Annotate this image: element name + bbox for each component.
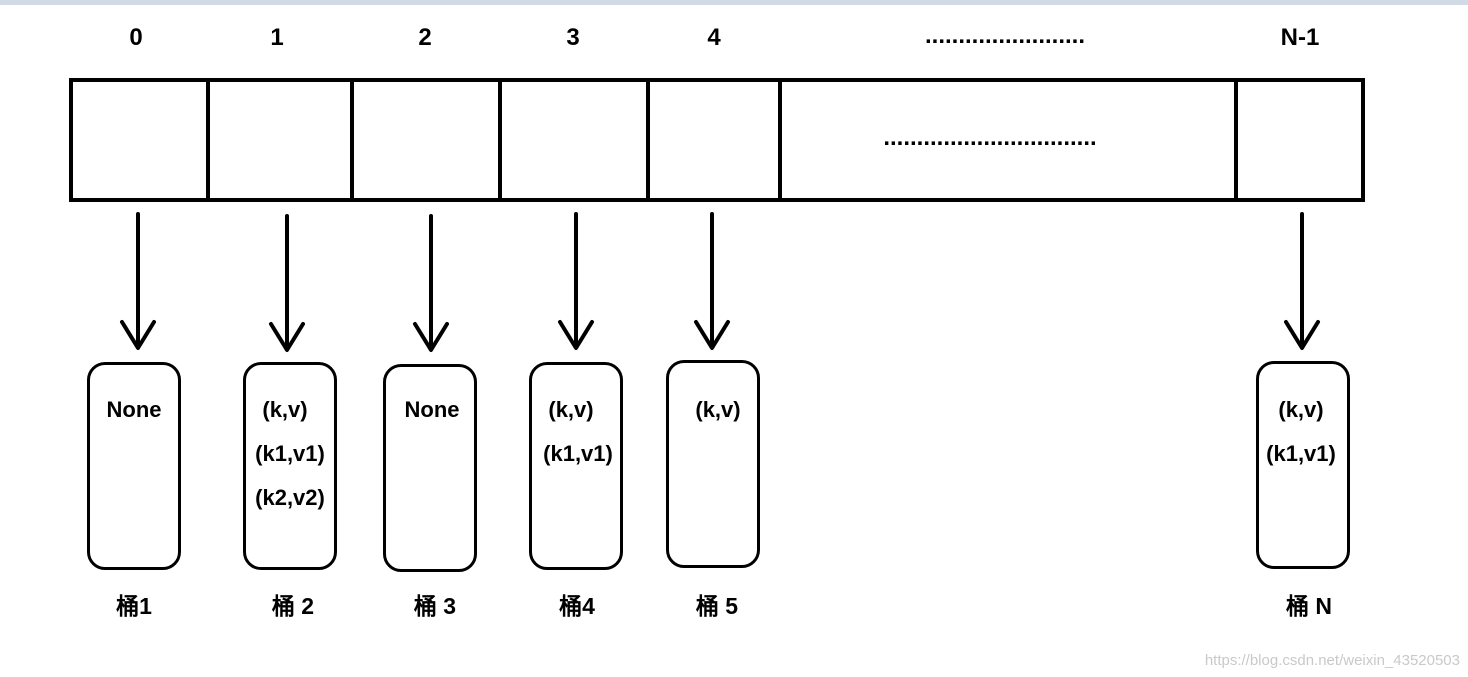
bucket-2 <box>243 362 337 570</box>
bucket-5-entry-1: (k,v) <box>695 397 741 422</box>
bucket-2-entry-1: (k,v) <box>262 397 308 422</box>
bucket-2-entry-2: (k1,v1) <box>255 441 325 466</box>
arrow-3 <box>558 212 594 350</box>
array-cell-2 <box>69 78 502 202</box>
bucket-n-label: 桶 N <box>1286 593 1332 619</box>
index-label-3: 3 <box>566 24 580 51</box>
array-ellipsis: ................................ <box>883 124 1097 151</box>
bucket-3-label: 桶 3 <box>413 593 457 619</box>
index-label-1: 1 <box>270 24 284 51</box>
bucket-4 <box>529 362 623 570</box>
arrow-0 <box>120 212 156 350</box>
bucket-n-entry-2: (k1,v1) <box>1266 441 1336 466</box>
bucket-5 <box>666 360 760 568</box>
bucket-1-entry-1: None <box>106 397 162 422</box>
bucket-4-entry-2: (k1,v1) <box>543 441 613 466</box>
bucket-4-label: 桶4 <box>559 593 595 619</box>
array-cell-3 <box>69 78 650 202</box>
top-border-strip <box>0 0 1468 5</box>
index-label-2: 2 <box>418 24 432 51</box>
watermark-text: https://blog.csdn.net/weixin_43520503 <box>1204 652 1460 669</box>
arrow-2 <box>413 214 449 352</box>
bucket-2-label: 桶 2 <box>271 593 315 619</box>
index-label-n-minus-1: N-1 <box>1280 24 1320 51</box>
bucket-4-entry-1: (k,v) <box>548 397 594 422</box>
index-label-4: 4 <box>707 24 721 51</box>
bucket-n <box>1256 361 1350 569</box>
bucket-3-entry-1: None <box>404 397 460 422</box>
array-cell-1 <box>69 78 354 202</box>
array-cell-ellipsis <box>69 78 1238 202</box>
bucket-3 <box>383 364 477 572</box>
arrow-n <box>1284 212 1320 350</box>
bucket-1-label: 桶1 <box>116 593 152 619</box>
hash-array <box>69 78 1365 202</box>
index-label-0: 0 <box>129 24 143 51</box>
array-cell-0 <box>69 78 210 202</box>
arrow-1 <box>269 214 305 352</box>
arrow-4 <box>694 212 730 350</box>
array-cell-4 <box>69 78 782 202</box>
index-ellipsis: ........................ <box>924 22 1086 49</box>
bucket-n-entry-1: (k,v) <box>1278 397 1324 422</box>
bucket-2-entry-3: (k2,v2) <box>255 485 325 510</box>
bucket-1 <box>87 362 181 570</box>
bucket-5-label: 桶 5 <box>695 593 739 619</box>
